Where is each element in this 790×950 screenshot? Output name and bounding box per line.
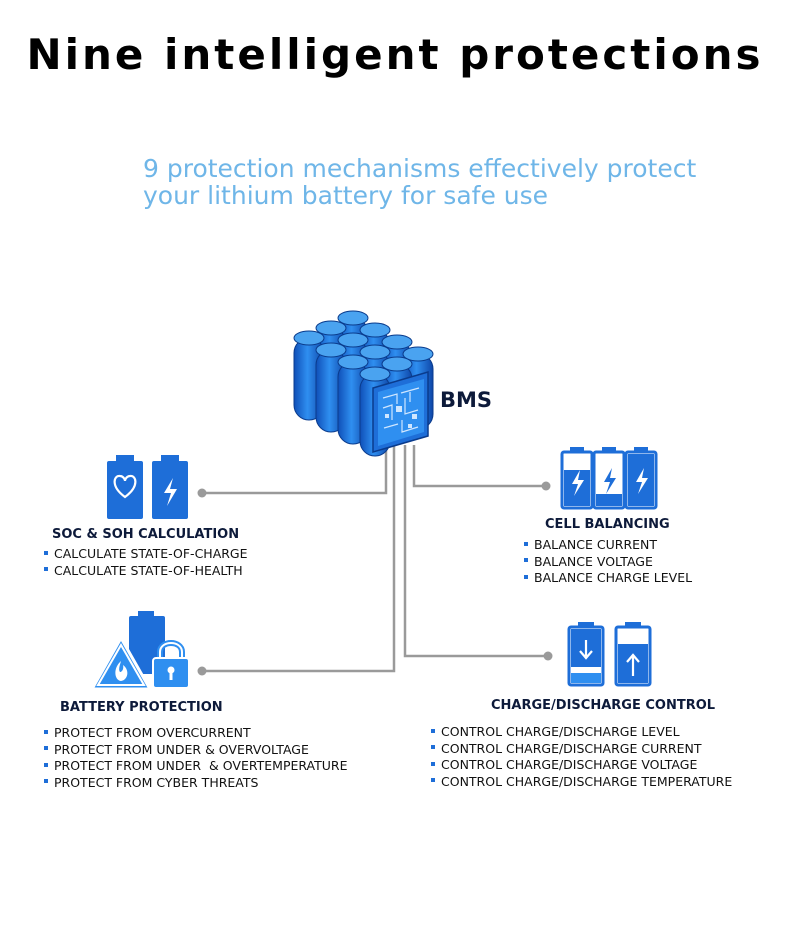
arrow-down-icon (567, 622, 605, 687)
section-title-charge: CHARGE/DISCHARGE CONTROL (491, 698, 716, 713)
dot-soc (197, 488, 207, 498)
list-item: PROTECT FROM OVERCURRENT (44, 725, 348, 742)
connector-balancing (412, 445, 546, 488)
connector-lines (202, 445, 548, 673)
list-item: CALCULATE STATE-OF-CHARGE (44, 546, 248, 563)
connector-protection (202, 445, 396, 673)
bms-chip-icon (372, 371, 429, 453)
list-item: BALANCE CHARGE LEVEL (524, 570, 692, 587)
subtitle-line-2: your lithium battery for safe use (143, 181, 549, 210)
section-title-soc: SOC & SOH CALCULATION (52, 527, 240, 542)
battery-heart-icon (107, 455, 143, 519)
page-title: Nine intelligent protections (26, 30, 764, 79)
battery-bolt-icon (560, 447, 594, 510)
padlock-icon (152, 640, 190, 689)
list-item: CONTROL CHARGE/DISCHARGE CURRENT (431, 741, 732, 758)
list-item: BALANCE CURRENT (524, 537, 692, 554)
subtitle: 9 protection mechanisms effectively prot… (143, 155, 743, 209)
fire-warning-icon (90, 636, 152, 691)
connector-dots (197, 481, 553, 676)
section-title-protection: BATTERY PROTECTION (60, 700, 223, 715)
list-item: PROTECT FROM UNDER & OVERTEMPERATURE (44, 758, 348, 775)
list-charge: CONTROL CHARGE/DISCHARGE LEVEL CONTROL C… (431, 724, 732, 790)
connector-soc (202, 445, 388, 495)
connector-charge (403, 445, 548, 658)
list-balancing: BALANCE CURRENT BALANCE VOLTAGE BALANCE … (524, 537, 692, 587)
dot-protection (197, 666, 207, 676)
battery-bolt-icon (592, 447, 626, 510)
list-item: CALCULATE STATE-OF-HEALTH (44, 563, 248, 580)
list-item: PROTECT FROM CYBER THREATS (44, 775, 348, 792)
section-title-balancing: CELL BALANCING (545, 517, 670, 532)
list-item: CONTROL CHARGE/DISCHARGE VOLTAGE (431, 757, 732, 774)
battery-bolt-icon (152, 455, 188, 519)
battery-pack-icon (293, 310, 434, 457)
arrow-up-icon (614, 622, 652, 687)
list-protection: PROTECT FROM OVERCURRENT PROTECT FROM UN… (44, 725, 348, 791)
dot-balancing (541, 481, 551, 491)
dot-charge (543, 651, 553, 661)
list-item: PROTECT FROM UNDER & OVERVOLTAGE (44, 742, 348, 759)
bms-label: BMS (440, 388, 493, 412)
list-item: BALANCE VOLTAGE (524, 554, 692, 571)
subtitle-line-1: 9 protection mechanisms effectively prot… (143, 154, 697, 183)
list-item: CONTROL CHARGE/DISCHARGE TEMPERATURE (431, 774, 732, 791)
list-soc: CALCULATE STATE-OF-CHARGE CALCULATE STAT… (44, 546, 248, 579)
list-item: CONTROL CHARGE/DISCHARGE LEVEL (431, 724, 732, 741)
battery-bolt-icon (624, 447, 658, 510)
